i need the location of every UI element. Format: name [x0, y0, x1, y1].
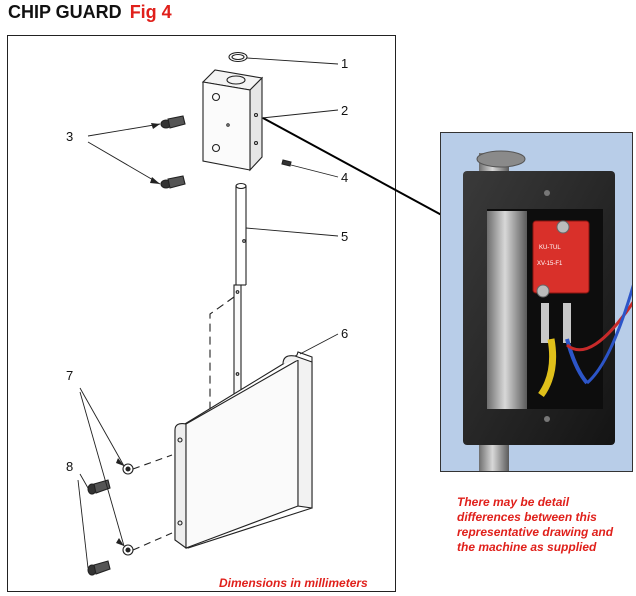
drawing-frame: [7, 35, 396, 592]
callout-4: 4: [341, 170, 349, 185]
callout-5: 5: [341, 229, 349, 244]
guard-plate-part: [174, 351, 313, 550]
screw-part-lower: [160, 175, 186, 189]
switch-detail-photo: KU-TUL XV-15-F1: [440, 132, 633, 472]
callout-3: 3: [66, 129, 74, 144]
callout-1: 1: [341, 56, 349, 71]
callout-6: 6: [341, 326, 349, 341]
callout-7: 7: [66, 368, 74, 383]
callout-2: 2: [341, 103, 349, 118]
svg-text:XV-15-F1: XV-15-F1: [537, 261, 563, 267]
rod-part: [233, 182, 247, 398]
detail-pointer-line: [262, 117, 461, 226]
washer-part-upper: [122, 463, 134, 475]
screw-part-upper: [160, 115, 186, 129]
svg-text:KU-TUL: KU-TUL: [539, 245, 561, 251]
arrowheads: [116, 123, 160, 546]
callout-8: 8: [66, 459, 74, 474]
leader-lines: [77, 57, 339, 569]
circlip-part: [228, 51, 248, 63]
page-title: CHIP GUARD Fig 4: [8, 2, 172, 23]
figure-number: Fig 4: [129, 2, 172, 22]
title-main: CHIP GUARD: [8, 2, 122, 22]
grub-screw-part: [281, 159, 292, 167]
bolt-part-lower: [87, 560, 111, 576]
disclaimer-note: There may be detail differences between …: [457, 495, 614, 554]
switch-block-part: [201, 69, 264, 172]
micro-switch-icon: KU-TUL XV-15-F1: [532, 220, 590, 343]
switch-photo-illustration: KU-TUL XV-15-F1: [463, 150, 632, 471]
dimensions-note: Dimensions in millimeters: [219, 576, 368, 590]
washer-part-lower: [122, 544, 134, 556]
